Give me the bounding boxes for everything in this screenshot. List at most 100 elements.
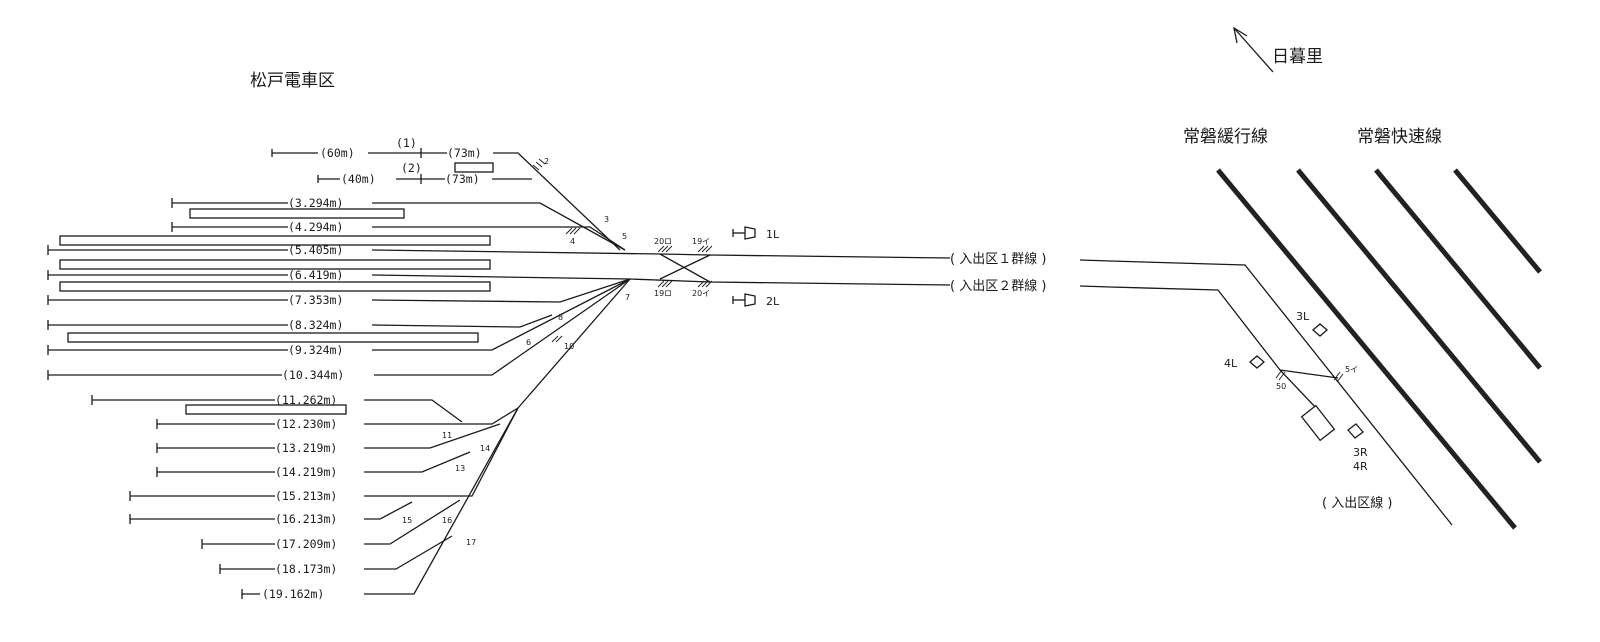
switch-20ro-label: 20ロ: [654, 237, 672, 246]
track-19-lead: [364, 407, 519, 595]
track-15-lead: [364, 407, 519, 497]
switch-11-label: 11: [442, 431, 452, 440]
switch-15-label: 15: [402, 516, 412, 525]
group-line-1: [1079, 259, 1453, 526]
main-line-track-4: [1453, 168, 1542, 274]
track-8-lead: [371, 314, 553, 328]
entry-line-label: ( 入出区線 ): [1322, 495, 1392, 511]
switch-2-label: 2: [544, 157, 549, 166]
track-10-lead: [374, 278, 631, 376]
end-block: [1300, 404, 1336, 442]
signal-4l-icon: [1249, 355, 1265, 369]
track-6-lead: [371, 274, 951, 286]
track-11-label: (11.262m): [275, 393, 337, 407]
track-8-label: (8.324m): [288, 318, 343, 332]
track-12-label: (12.230m): [275, 417, 337, 431]
track-9-label: (9.324m): [288, 343, 343, 357]
platform: [454, 162, 494, 173]
switch-10-label: 10: [564, 342, 574, 351]
switch-3-label: 3: [604, 215, 609, 224]
track-9-lead: [372, 278, 631, 351]
signal-3r-label: 3R: [1353, 446, 1368, 459]
signal-4l-label: 4L: [1224, 357, 1238, 370]
track-15-label: (15.213m): [275, 489, 337, 503]
switch-50-label: 50: [1276, 382, 1286, 391]
track-10-label: (10.344m): [282, 368, 344, 382]
track-6-label: (6.419m): [288, 268, 343, 282]
main-line-track-1: [1216, 168, 1517, 530]
crossover: [659, 253, 711, 283]
track-16-lead: [364, 501, 413, 520]
track-2-length-label: (40m): [341, 172, 376, 186]
track-1-length-label: (60m): [320, 146, 355, 160]
platform: [185, 404, 347, 415]
local-line-label: 常磐緩行線: [1183, 127, 1268, 147]
signal-1l-icon: [732, 226, 756, 240]
main-line-track-3: [1374, 168, 1542, 370]
switch-19ro-label: 19ロ: [654, 289, 672, 298]
track-16-label: (16.213m): [275, 512, 337, 526]
group-line-2-label: ( 入出区２群線 ): [950, 278, 1046, 294]
signal-3l-label: 3L: [1296, 310, 1310, 323]
track-19-label: (19.162m): [262, 587, 324, 601]
switch-6-label: 6: [526, 338, 531, 347]
track-18-label: (18.173m): [275, 562, 337, 576]
connecting-track: [1279, 369, 1339, 379]
signal-3l-icon: [1312, 323, 1328, 337]
track-3-label: (3.294m): [288, 196, 343, 210]
track-2b-length-label: (73m): [445, 172, 480, 186]
signal-2l-label: 2L: [766, 295, 780, 308]
switch-17-label: 17: [466, 538, 476, 547]
track-1-lead: [493, 152, 621, 251]
track-18-lead: [364, 535, 453, 570]
track-14-lead: [364, 451, 471, 473]
switch-13-label: 13: [455, 464, 465, 473]
track-4-lead: [372, 226, 626, 251]
group-line-1-label: ( 入出区１群線 ): [950, 251, 1046, 267]
track-7-label: (7.353m): [288, 293, 343, 307]
track-7-lead: [371, 278, 631, 303]
track-12-lead: [364, 278, 631, 425]
connecting-track: [1279, 369, 1319, 411]
switch-4-label: 4: [570, 237, 575, 246]
track-1-number-label: (1): [396, 136, 417, 150]
depot-title: 松戸電車区: [250, 71, 335, 91]
rapid-line-label: 常磐快速線: [1357, 127, 1442, 147]
track-5-lead: [371, 249, 951, 259]
switch-19i-label: 19イ: [692, 237, 710, 246]
track-3-lead: [372, 202, 626, 251]
platform: [59, 259, 491, 270]
switch-7-label: 7: [625, 293, 630, 302]
track-1b-length-label: (73m): [447, 146, 482, 160]
track-17-label: (17.209m): [275, 537, 337, 551]
track-13-lead: [364, 423, 501, 449]
switch-14-label: 14: [480, 444, 490, 453]
track-11-lead: [364, 399, 463, 423]
switch-16-label: 16: [442, 516, 452, 525]
main-line-track-2: [1296, 168, 1542, 464]
direction-arrow-line: [1233, 27, 1274, 73]
signal-3r-icon: [1347, 423, 1364, 439]
platform: [189, 208, 405, 219]
switch-20i-label: 20イ: [692, 289, 710, 298]
signal-2l-icon: [732, 293, 756, 307]
signal-4r-label: 4R: [1353, 460, 1368, 473]
track-13-label: (13.219m): [275, 441, 337, 455]
switch-5i-label: 5イ: [1345, 365, 1358, 374]
direction-label: 日暮里: [1272, 47, 1323, 67]
platform: [59, 281, 491, 292]
track-2-number-label: (2): [401, 161, 422, 175]
direction-arrow-icon: [1233, 26, 1248, 44]
group-line-2: [1079, 285, 1281, 371]
switch-8-label: 8: [558, 313, 563, 322]
track-17-lead: [364, 499, 461, 545]
track-4-label: (4.294m): [288, 220, 343, 234]
platform: [59, 235, 491, 246]
crossover: [659, 254, 711, 280]
track-14-label: (14.219m): [275, 465, 337, 479]
signal-1l-label: 1L: [766, 228, 780, 241]
switch-5-label: 5: [622, 232, 627, 241]
track-5-label: (5.405m): [288, 243, 343, 257]
platform: [67, 332, 479, 343]
